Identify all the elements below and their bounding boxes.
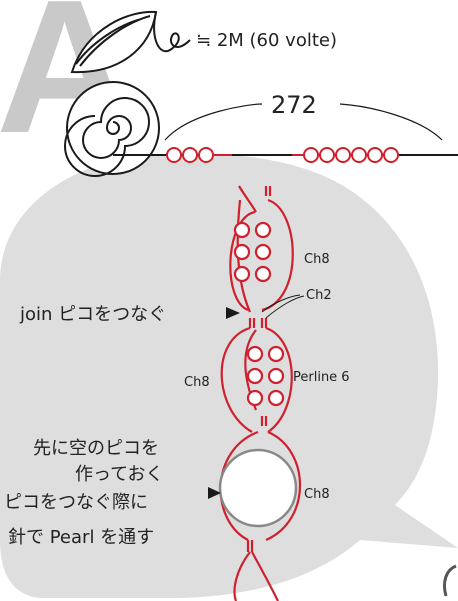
bead [335, 147, 351, 163]
bead [319, 147, 335, 163]
bead [182, 147, 198, 163]
ch8-top-label: Ch8 [304, 252, 330, 267]
bead [367, 147, 383, 163]
note-arrow-icon [208, 487, 221, 499]
bead-count-label: 272 [271, 91, 317, 119]
ch8-left-label: Ch8 [184, 375, 210, 390]
note-line-1: 先に空のピコを [33, 438, 159, 459]
ch2-label: Ch2 [306, 288, 332, 303]
bead [383, 147, 399, 163]
ch2-pointer [261, 294, 305, 319]
bead [351, 147, 367, 163]
yarn-ball-icon [64, 81, 160, 177]
bead-row [166, 147, 399, 163]
join-arrow-icon [226, 307, 240, 319]
bead [303, 147, 319, 163]
note-line-4: 針で Pearl を通す [8, 527, 154, 548]
ch8-bottom-label: Ch8 [304, 487, 330, 502]
perline-label: Perline 6 [293, 370, 350, 385]
speech-bubble [0, 153, 458, 598]
empty-picot-ring [218, 448, 298, 528]
note-line-2: 作っておく [75, 464, 164, 485]
bead [166, 147, 182, 163]
bubble-corner [442, 564, 457, 597]
leaf-icon [70, 10, 191, 74]
yarn-length-label: ≒ 2M (60 volte) [196, 30, 337, 51]
count-arc [164, 103, 443, 141]
join-label: join ピコをつなぐ [19, 304, 166, 325]
note-line-3: ピコをつなぐ際に [4, 492, 148, 513]
bead [198, 147, 214, 163]
